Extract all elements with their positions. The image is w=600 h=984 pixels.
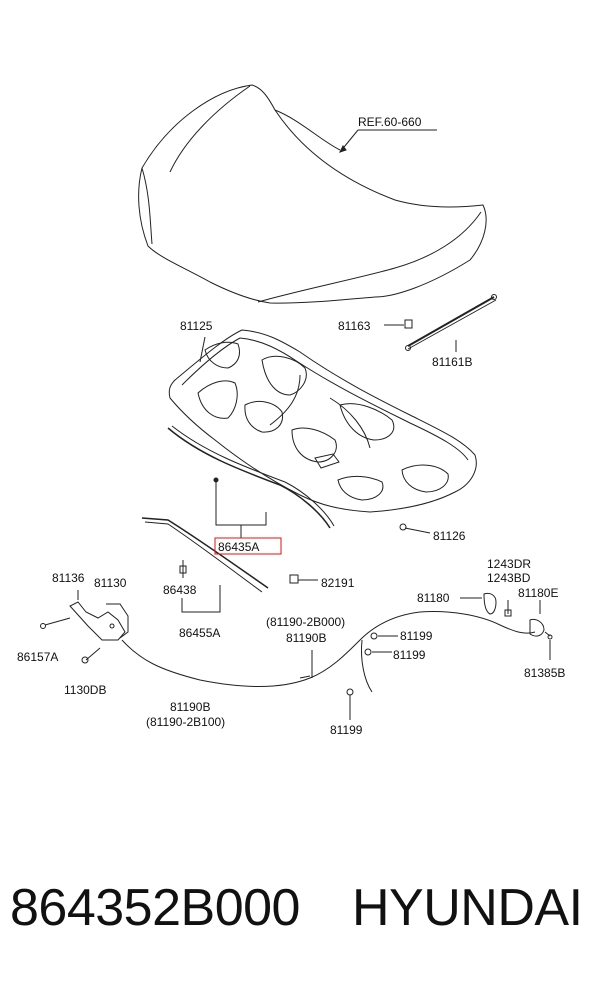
- label-81136: 81136: [52, 571, 85, 585]
- weatherstrip-86435A: [167, 425, 335, 529]
- label-81180: 81180: [417, 591, 450, 605]
- ref-label: REF.60-660: [358, 115, 422, 129]
- cowl-seal-86455A: [141, 517, 269, 593]
- hood-strut: [405, 294, 497, 351]
- label-81125: 81125: [180, 319, 213, 333]
- label-81190B-lower: 81190B: [170, 700, 210, 714]
- hood-hinge: [40, 590, 129, 664]
- label-81130: 81130: [94, 576, 127, 590]
- label-81126: 81126: [433, 529, 466, 543]
- label-81190-2B100: (81190-2B100): [146, 715, 225, 729]
- label-82191: 82191: [321, 576, 355, 590]
- footer: 864352B000 HYUNDAI: [0, 868, 600, 948]
- hood-inner-panel: [168, 329, 477, 513]
- label-81199-b: 81199: [393, 648, 426, 662]
- label-81190B-upper: 81190B: [286, 631, 326, 645]
- label-86157A: 86157A: [17, 650, 58, 664]
- hood-panel: [138, 84, 487, 304]
- label-81180E: 81180E: [518, 586, 558, 600]
- label-86455A: 86455A: [179, 626, 220, 640]
- part-number: 864352B000: [10, 879, 300, 937]
- label-81190-2B000: (81190-2B000): [266, 615, 345, 629]
- label-86438: 86438: [163, 583, 197, 597]
- label-81199-c: 81199: [330, 723, 363, 737]
- label-86435A: 86435A: [218, 540, 259, 554]
- label-81163: 81163: [338, 319, 371, 333]
- highlight-box-86435A: [214, 537, 282, 555]
- label-1243DR: 1243DR: [487, 557, 531, 571]
- label-1243BD: 1243BD: [487, 571, 531, 585]
- release-cable: [121, 611, 536, 720]
- clip-81163: [384, 319, 413, 329]
- release-handle: [460, 592, 553, 660]
- label-81161B: 81161B: [432, 355, 472, 369]
- label-81199-a: 81199: [400, 629, 433, 643]
- label-1130DB: 1130DB: [64, 683, 106, 697]
- label-81385B: 81385B: [524, 666, 565, 680]
- brand-name: HYUNDAI: [352, 879, 583, 937]
